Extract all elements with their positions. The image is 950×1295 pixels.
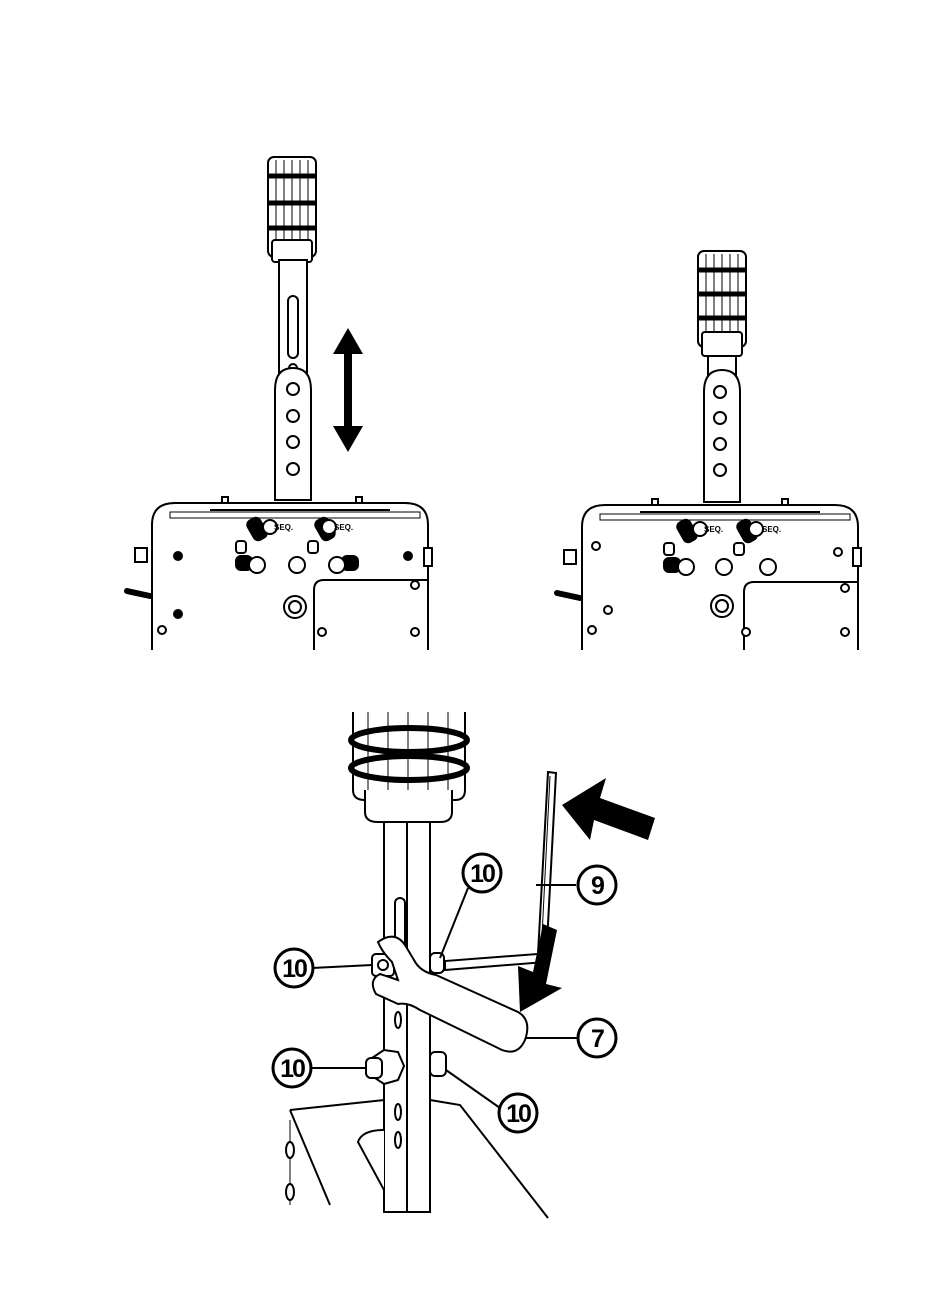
callout-nut-upper-left: 10 bbox=[275, 949, 313, 987]
seq-label: SEQ. bbox=[334, 523, 353, 532]
callout-wrench: 7 bbox=[578, 1019, 616, 1057]
callout-hex-key: 9 bbox=[578, 866, 616, 904]
callout-number: 10 bbox=[506, 1100, 531, 1128]
callout-nut-upper-right: 10 bbox=[463, 854, 501, 892]
knob-extended bbox=[268, 157, 316, 262]
callout-number: 7 bbox=[591, 1025, 604, 1053]
adjustment-detail bbox=[286, 712, 556, 1218]
handbrake-retracted: SEQ. SEQ. bbox=[557, 251, 861, 650]
seq-label: SEQ. bbox=[704, 525, 723, 534]
callout-nut-lower-right: 10 bbox=[499, 1094, 537, 1132]
callout-number: 10 bbox=[280, 1055, 305, 1083]
seq-label: SEQ. bbox=[274, 523, 293, 532]
double-arrow-up-down-icon bbox=[333, 328, 363, 452]
knob-retracted bbox=[698, 251, 746, 356]
callout-nut-lower-left: 10 bbox=[273, 1049, 311, 1087]
callout-number: 10 bbox=[282, 955, 307, 983]
callout-number: 10 bbox=[470, 860, 495, 888]
arrow-push-icon bbox=[562, 778, 655, 840]
shaft-slot bbox=[288, 296, 298, 358]
callout-number: 9 bbox=[591, 872, 604, 900]
handbrake-extended: SEQ. SEQ. bbox=[127, 157, 432, 650]
seq-label: SEQ. bbox=[762, 525, 781, 534]
